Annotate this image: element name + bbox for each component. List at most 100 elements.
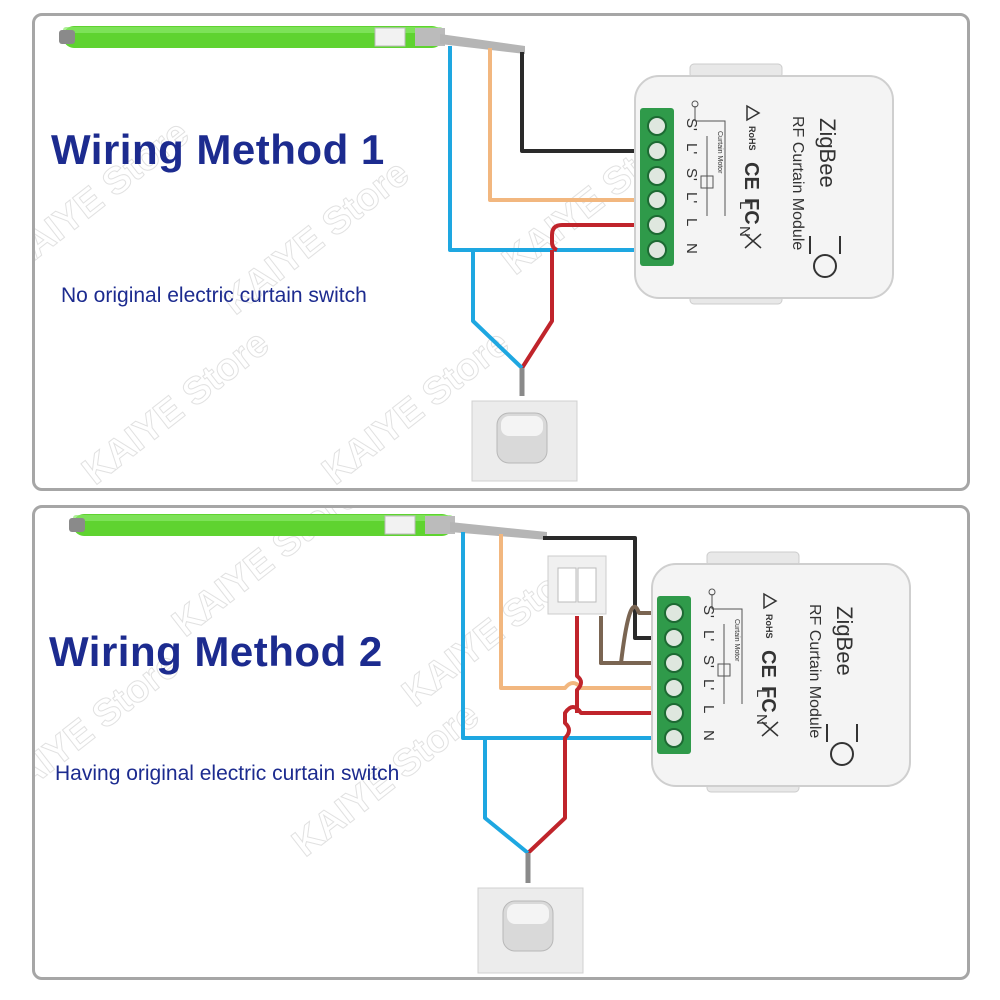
terminal-label: S' (700, 655, 717, 668)
terminal-screw (647, 240, 667, 260)
hanger-ring (830, 742, 854, 766)
method-title: Wiring Method 1 (51, 126, 385, 173)
warning-icon (746, 104, 761, 122)
terminal-label: S' (683, 168, 700, 181)
module-name: RF Curtain Module (806, 604, 823, 738)
terminal-screw (647, 116, 667, 136)
motor-label: Curtain Motor (733, 619, 740, 662)
terminal-screw (647, 166, 667, 186)
input-labels: L N (736, 201, 753, 237)
original-curtain-switch (547, 555, 607, 615)
module-product-name: RF Curtain Module (806, 604, 823, 738)
input-label: L (736, 201, 753, 209)
curtain-module: S' L' S' L' L N L N Curtain Motor Ro (651, 551, 911, 793)
motor-label-sticker (384, 515, 416, 535)
certifications: RoHS CE FC (757, 592, 779, 737)
wiring-diagram-1: KAIYE Store KAIYE Store KAIYE Store KAIY… (35, 26, 894, 488)
hanger-ring (813, 254, 837, 278)
terminal-label: L (700, 705, 717, 713)
motor-end-cap (69, 518, 85, 532)
weee-icon (761, 721, 779, 737)
input-labels: L N (753, 689, 770, 725)
terminal-label: S' (700, 605, 717, 618)
terminal-screw (664, 678, 684, 698)
hanger-lines (826, 724, 858, 742)
motor-highlight (63, 27, 443, 33)
original-switch-plate (547, 555, 607, 615)
wire-neutral-blue (448, 46, 665, 252)
motor-label: Curtain Motor (716, 131, 723, 174)
wire-neutral-down (471, 250, 524, 370)
terminal-labels: S' L' S' L' L N (700, 605, 717, 741)
original-switch-right-rocker (577, 567, 597, 603)
terminal-label: N (683, 243, 700, 254)
hanger-icon (826, 724, 858, 766)
motor-collar (415, 28, 445, 46)
tubular-motor (69, 514, 547, 540)
motor-cable (440, 34, 525, 54)
wires (448, 46, 665, 396)
terminal-label: L' (683, 192, 700, 203)
method-subtitle: No original electric curtain switch (61, 284, 367, 307)
wiring-method-1-panel: KAIYE Store KAIYE Store KAIYE Store KAIY… (32, 13, 970, 491)
wire-black (543, 536, 665, 640)
wire-live-red-down (520, 250, 554, 370)
wire-live-red (550, 223, 665, 252)
fcc-mark: FC (740, 198, 762, 225)
terminal-label: L' (683, 143, 700, 154)
terminal-screw (664, 703, 684, 723)
wire-black (520, 52, 665, 153)
motor-highlight (73, 515, 453, 521)
wiring-diagram-2: KAIYE Store KAIYE Store KAIYE Store KAIY… (35, 508, 911, 974)
wall-switch-highlight (501, 416, 543, 436)
motor-end-cap (59, 30, 75, 44)
motor-cable (450, 522, 547, 540)
terminal-screws (647, 116, 667, 260)
module-brand: ZigBee (815, 118, 840, 188)
module-brand-group: ZigBee (832, 606, 857, 676)
curtain-module: S' L' S' L' L N L N Curtain Motor (634, 63, 894, 305)
module-schematic (708, 588, 743, 704)
wire-live-red-down (526, 758, 567, 855)
module-body (651, 563, 911, 787)
wall-switch (477, 887, 584, 974)
hanger-lines (809, 236, 841, 254)
motor-collar (425, 516, 455, 534)
rohs-mark: RoHS (764, 614, 774, 639)
schematic-motor-box (717, 663, 731, 677)
certifications: RoHS CE FC (740, 104, 762, 249)
hanger-icon (809, 236, 841, 278)
terminal-screw (664, 653, 684, 673)
ce-mark: CE (757, 650, 779, 678)
terminal-label: N (700, 730, 717, 741)
module-schematic (691, 100, 726, 216)
schematic-ground (691, 100, 699, 108)
schematic-motor-box (700, 175, 714, 189)
terminal-screw (647, 215, 667, 235)
terminal-screws (664, 603, 684, 748)
wall-switch (471, 400, 578, 482)
wire-neutral-down (483, 738, 530, 855)
module-brand: ZigBee (832, 606, 857, 676)
module-body (634, 75, 894, 299)
module-brand-group: ZigBee (815, 118, 840, 188)
terminal-screw (664, 728, 684, 748)
terminal-label: L' (700, 679, 717, 690)
terminal-label: L (683, 218, 700, 226)
curtain-motor-label: Curtain Motor (716, 131, 723, 174)
method-title: Wiring Method 2 (49, 628, 383, 675)
wires (461, 532, 665, 883)
terminal-screw (664, 603, 684, 623)
terminal-screw (664, 628, 684, 648)
weee-icon (744, 233, 762, 249)
terminal-screw (647, 141, 667, 161)
module-product-name: RF Curtain Module (789, 116, 806, 250)
method-subtitle: Having original electric curtain switch (55, 762, 400, 785)
motor-label-sticker (374, 27, 406, 47)
ce-mark: CE (740, 162, 762, 190)
warning-icon (763, 592, 778, 610)
input-label: L (753, 689, 770, 697)
terminal-label: L' (700, 630, 717, 641)
wall-switch-highlight (507, 904, 549, 924)
wire-switch-live (575, 616, 583, 713)
